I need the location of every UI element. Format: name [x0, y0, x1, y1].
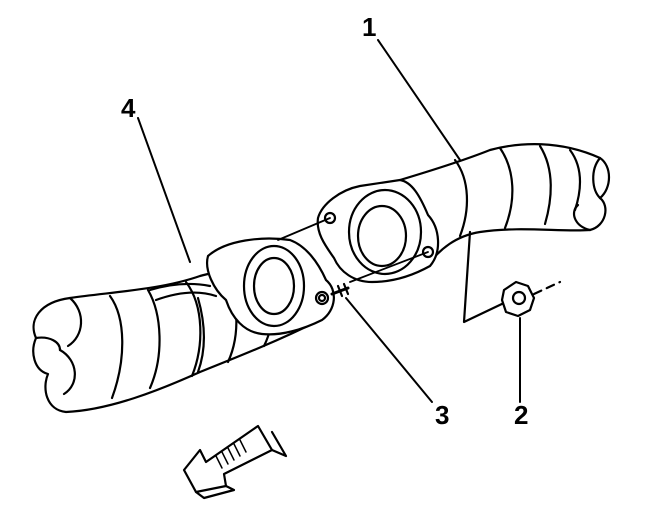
- callout-1: 1: [362, 12, 377, 42]
- callout-3: 3: [435, 400, 450, 430]
- callout-4: 4: [121, 93, 136, 123]
- nut: [462, 230, 562, 324]
- front-direction-arrow: [182, 424, 288, 500]
- lower-pipe: [32, 237, 335, 414]
- upper-pipe: [316, 143, 611, 284]
- alignment-lines: [277, 217, 429, 283]
- stud: [330, 282, 350, 298]
- callout-2: 2: [514, 400, 529, 430]
- leader-lines: [137, 39, 521, 403]
